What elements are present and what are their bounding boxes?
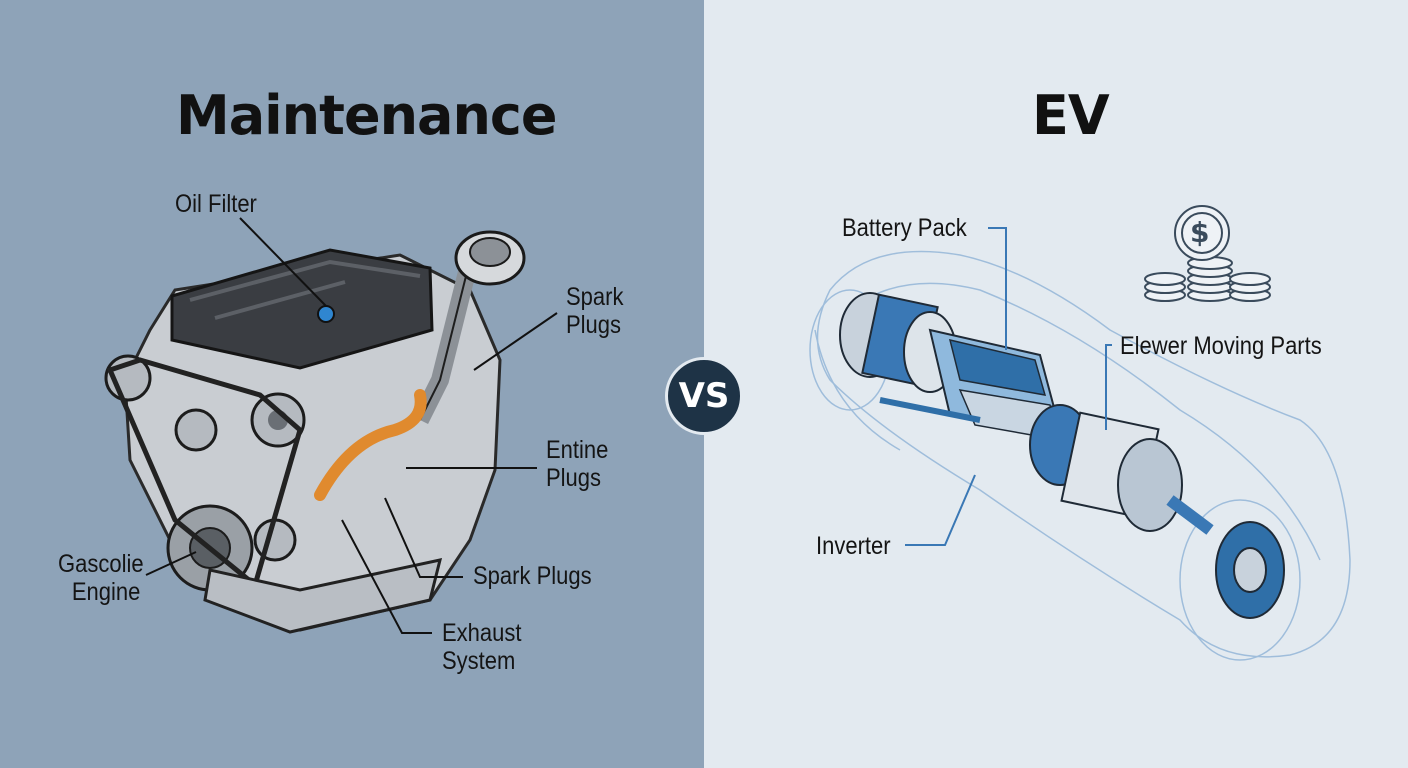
- label-exhaust-system-line1: Exhaust: [442, 619, 522, 647]
- label-spark-plugs-top: Spark Plugs: [566, 283, 623, 339]
- ev-drivetrain-illustration: [809, 205, 1351, 661]
- label-entine-plugs-line1: Entine: [546, 436, 609, 464]
- gas-engine-illustration: [104, 217, 558, 634]
- ev-title: EV: [1032, 84, 1110, 147]
- label-gascolie-engine-line1: Gascolie: [58, 550, 144, 578]
- label-entine-plugs-line2: Plugs: [546, 464, 602, 492]
- label-gascolie-engine: Gascolie Engine: [58, 550, 144, 606]
- label-exhaust-system: Exhaust System: [442, 619, 522, 675]
- label-gascolie-engine-line2: Engine: [71, 578, 141, 606]
- vs-badge: VS: [665, 357, 743, 435]
- dollar-sign-icon: $: [1190, 216, 1210, 249]
- label-battery-pack: Battery Pack: [842, 214, 967, 242]
- label-exhaust-system-line2: System: [442, 647, 516, 675]
- motor-assembly: [839, 292, 1285, 619]
- orange-hose: [314, 389, 427, 501]
- label-oil-filter: Oil Filter: [175, 190, 257, 218]
- label-inverter: Inverter: [816, 532, 891, 560]
- label-spark-plugs-top-line1: Spark: [566, 283, 624, 311]
- label-entine-plugs: Entine Plugs: [546, 436, 608, 492]
- label-fewer-moving-parts: Elewer Moving Parts: [1120, 332, 1322, 360]
- oil-filter-cap: [317, 305, 335, 323]
- coin-stack-icon: [1144, 205, 1271, 302]
- label-spark-plugs-top-line2: Plugs: [566, 311, 622, 339]
- ev-panel: [704, 0, 1408, 768]
- label-spark-plugs-bottom: Spark Plugs: [473, 562, 592, 590]
- maintenance-title: Maintenance: [176, 84, 558, 147]
